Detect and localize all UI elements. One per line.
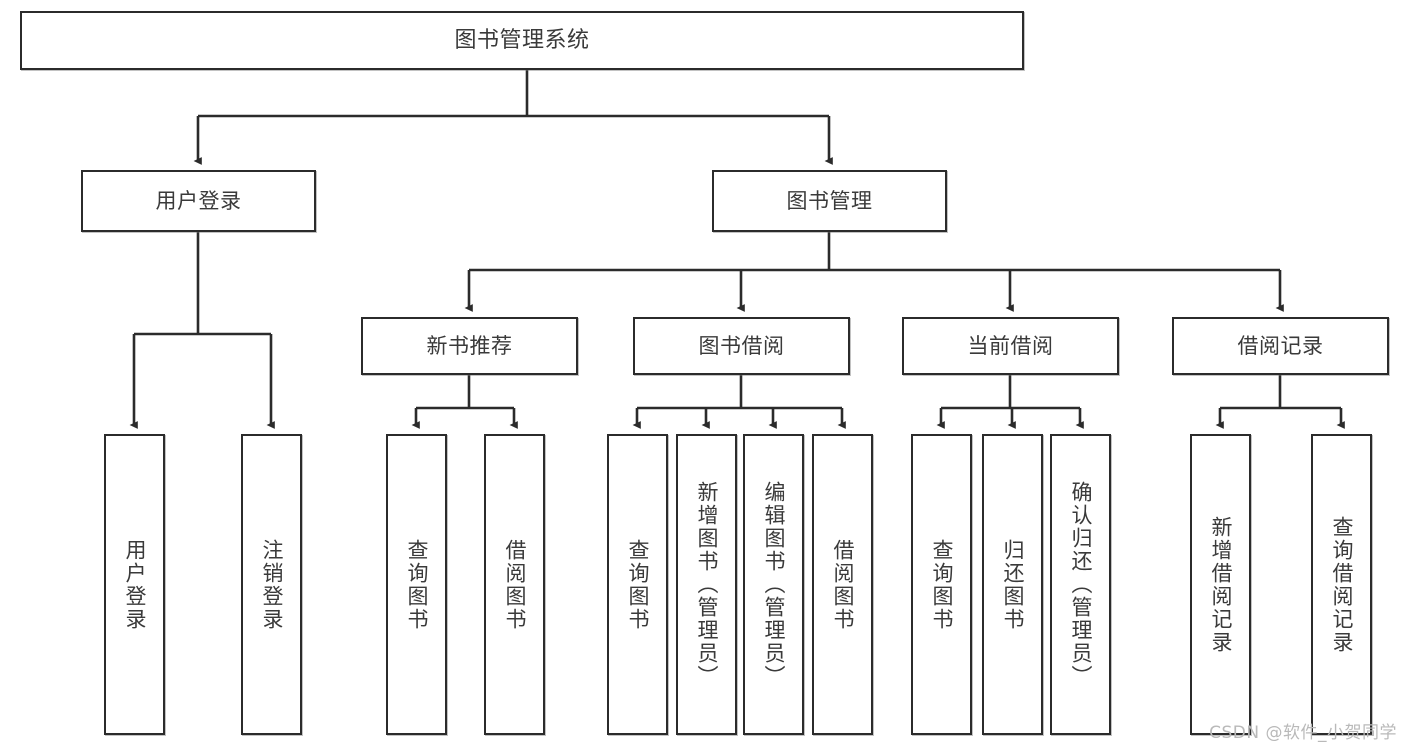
node-borrow-record[interactable]: 借阅记录	[1172, 317, 1389, 375]
node-leaf-confirm-return-label: 确认归还（管理员）	[1068, 481, 1093, 688]
node-leaf-user-login-label: 用户登录	[122, 538, 147, 631]
node-root[interactable]: 图书管理系统	[20, 11, 1024, 70]
node-leaf-borrow-book-2-label: 借阅图书	[830, 538, 855, 631]
node-book-management[interactable]: 图书管理	[712, 170, 947, 232]
node-leaf-query-record-label: 查询借阅记录	[1329, 515, 1354, 654]
node-leaf-logout-label: 注销登录	[259, 538, 284, 631]
node-user-login-label: 用户登录	[155, 188, 242, 213]
node-book-borrow-label: 图书借阅	[698, 333, 785, 358]
node-leaf-query-book-1-label: 查询图书	[404, 538, 429, 631]
node-current-borrow[interactable]: 当前借阅	[902, 317, 1119, 375]
node-leaf-edit-book[interactable]: 编辑图书（管理员）	[743, 434, 804, 735]
node-leaf-query-book-3[interactable]: 查询图书	[911, 434, 972, 735]
node-book-borrow[interactable]: 图书借阅	[633, 317, 850, 375]
node-leaf-return-book[interactable]: 归还图书	[982, 434, 1043, 735]
watermark: CSDN @软件_小贺同学	[1209, 723, 1397, 743]
node-leaf-confirm-return[interactable]: 确认归还（管理员）	[1050, 434, 1111, 735]
node-leaf-query-book-3-label: 查询图书	[929, 538, 954, 631]
node-user-login[interactable]: 用户登录	[81, 170, 316, 232]
node-leaf-edit-book-label: 编辑图书（管理员）	[761, 481, 786, 688]
node-borrow-record-label: 借阅记录	[1237, 333, 1324, 358]
node-new-book-recommend[interactable]: 新书推荐	[361, 317, 578, 375]
node-leaf-borrow-book-1[interactable]: 借阅图书	[484, 434, 545, 735]
node-leaf-return-book-label: 归还图书	[1000, 538, 1025, 631]
node-current-borrow-label: 当前借阅	[967, 333, 1054, 358]
node-leaf-query-book-2[interactable]: 查询图书	[607, 434, 668, 735]
node-leaf-add-book-label: 新增图书（管理员）	[694, 481, 719, 688]
node-root-label: 图书管理系统	[454, 27, 590, 53]
node-leaf-add-book[interactable]: 新增图书（管理员）	[676, 434, 737, 735]
node-leaf-query-record[interactable]: 查询借阅记录	[1311, 434, 1372, 735]
node-leaf-user-login[interactable]: 用户登录	[104, 434, 165, 735]
node-leaf-add-record[interactable]: 新增借阅记录	[1190, 434, 1251, 735]
node-leaf-logout[interactable]: 注销登录	[241, 434, 302, 735]
node-book-management-label: 图书管理	[786, 188, 873, 213]
node-new-book-recommend-label: 新书推荐	[426, 333, 513, 358]
node-leaf-add-record-label: 新增借阅记录	[1208, 515, 1233, 654]
node-leaf-query-book-1[interactable]: 查询图书	[386, 434, 447, 735]
node-leaf-borrow-book-2[interactable]: 借阅图书	[812, 434, 873, 735]
node-leaf-borrow-book-1-label: 借阅图书	[502, 538, 527, 631]
node-leaf-query-book-2-label: 查询图书	[625, 538, 650, 631]
